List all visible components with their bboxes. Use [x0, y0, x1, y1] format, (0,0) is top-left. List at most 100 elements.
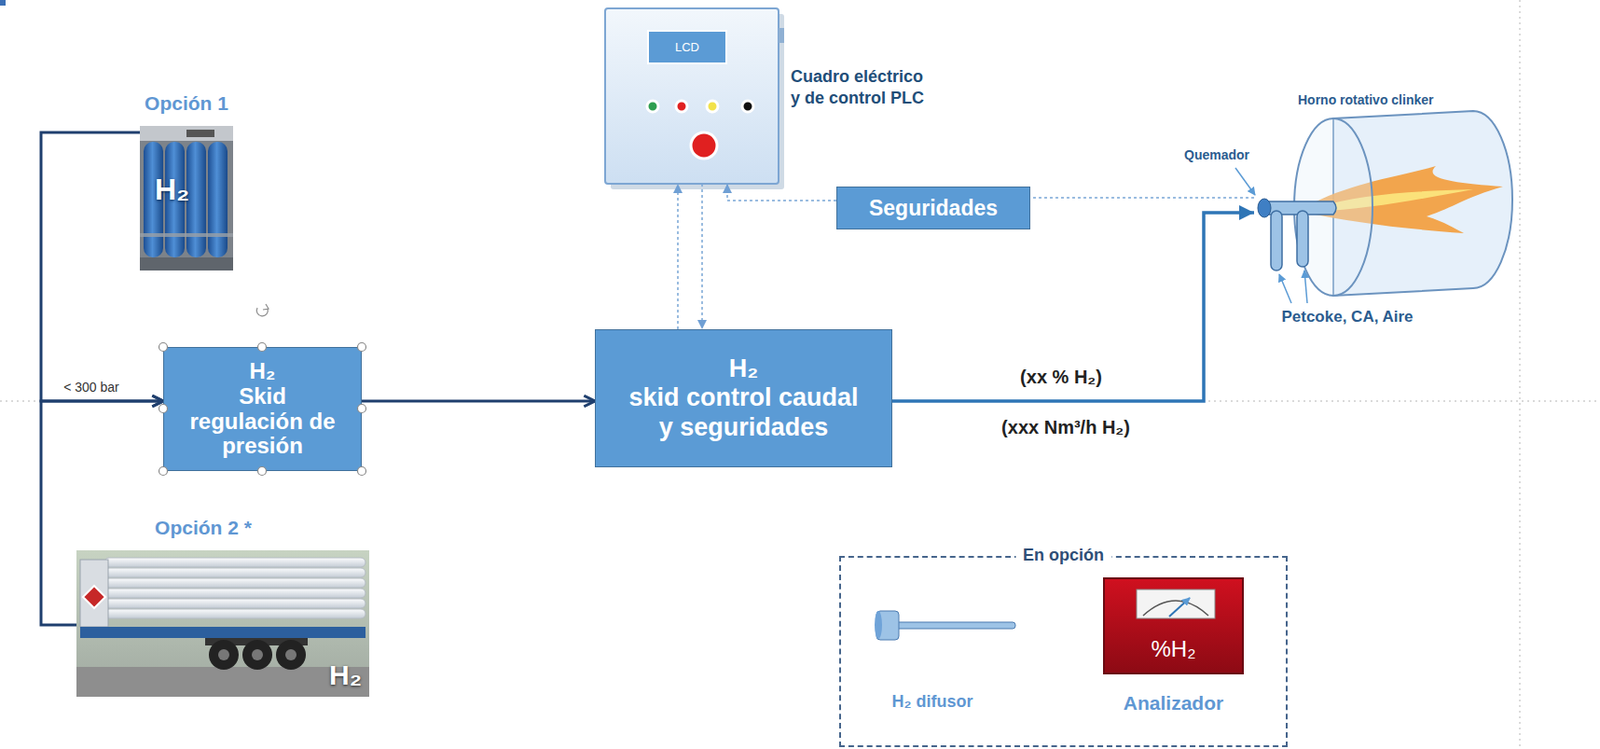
edge-label: (xx % H₂)	[1017, 366, 1105, 388]
control-panel-drawing	[675, 100, 688, 112]
leader-lines	[1235, 167, 1256, 195]
tube-trailer-drawing	[275, 639, 306, 670]
selection-handles	[256, 307, 268, 317]
analyzer-drawing	[1103, 578, 1243, 674]
cylinder-rack-drawing	[186, 129, 215, 138]
h2-tube-trailer: Opción 2 *H₂	[76, 550, 370, 697]
tube-trailer-drawing	[104, 598, 366, 608]
option-heading: Opción 2 *	[154, 516, 252, 539]
tube-trailer-drawing	[242, 639, 273, 670]
flow-control-skid: H₂skid control caudal y seguridades	[594, 329, 893, 468]
cylinder-rack-drawing	[139, 125, 234, 271]
rotary-kiln-drawing	[1257, 110, 1513, 296]
selection-handles	[262, 303, 269, 310]
lcd-display: LCD	[648, 30, 727, 64]
selection-handles	[258, 343, 267, 352]
tube-trailer-drawing	[80, 559, 109, 627]
rotary-kiln-drawing	[1257, 198, 1271, 218]
analyzer-drawing	[1169, 597, 1190, 617]
connector	[1030, 196, 1255, 199]
leader-lines	[1279, 274, 1292, 304]
connector	[41, 132, 164, 401]
selection-handles	[159, 303, 367, 476]
tube-trailer-drawing	[104, 578, 366, 588]
tube-trailer-drawing	[285, 648, 297, 661]
control-panel-drawing	[648, 30, 727, 64]
connectors	[41, 132, 1255, 625]
selection-handles	[159, 404, 168, 414]
corner-mark	[0, 0, 6, 6]
part-label: Quemador	[1184, 147, 1250, 163]
connector	[701, 183, 704, 330]
pressure-skid: H₂Skid regulación de presión	[163, 346, 362, 471]
h2-analyzer: %H₂Analizador	[1103, 578, 1243, 674]
connector	[727, 183, 837, 201]
tube-trailer-drawing	[76, 550, 370, 697]
control-panel-drawing	[742, 100, 754, 112]
kiln-label: Horno rotativo clinker	[1297, 92, 1434, 108]
tube-trailer-drawing	[76, 666, 370, 697]
option-heading: Opción 1	[144, 92, 229, 115]
tube-trailer-drawing	[218, 648, 230, 661]
h2-mark: H₂	[329, 659, 362, 691]
box-heading: H₂	[729, 354, 759, 384]
guide-lines	[1519, 0, 1521, 749]
analyzer-label: Analizador	[1123, 691, 1224, 715]
connector	[892, 212, 1255, 401]
cylinder-rack-drawing	[139, 233, 234, 237]
connector	[676, 183, 679, 330]
control-panel-drawing	[706, 100, 718, 112]
tube-trailer-drawing	[208, 639, 239, 670]
optional-group: En opción%H₂Analizador	[839, 555, 1288, 747]
h2-diffuser-symbol	[874, 610, 883, 639]
control-panel-drawing	[690, 132, 718, 159]
leader-lines	[1304, 270, 1308, 304]
box-label: skid control caudal y seguridades	[623, 383, 864, 442]
control-panel-drawing	[605, 8, 779, 184]
tube-trailer-drawing	[82, 585, 106, 608]
rotary-kiln-drawing	[1270, 210, 1283, 271]
cylinder-rack-drawing	[207, 141, 228, 258]
leader-lines	[1235, 167, 1308, 304]
control-panel-drawing	[605, 8, 785, 190]
selection-handles	[358, 467, 367, 476]
cylinder-rack-drawing	[139, 125, 234, 271]
panel-label: Cuadro eléctrico y de control PLC	[790, 66, 931, 111]
analyzer-drawing	[1143, 600, 1209, 616]
analyzer-drawing	[1103, 578, 1243, 674]
box-label: Seguridades	[868, 195, 998, 221]
control-panel-drawing	[778, 27, 785, 43]
analyzer-drawing	[1136, 589, 1215, 619]
tube-trailer-drawing	[104, 567, 366, 578]
selection-handles	[358, 404, 367, 414]
tube-trailer-drawing	[104, 608, 366, 619]
group-heading: En opción	[1015, 545, 1112, 566]
h2-diffuser-symbol	[896, 621, 1016, 629]
h2-diffuser-symbol	[874, 610, 1016, 640]
part-label: H₂ difusor	[892, 691, 974, 712]
box-label: Skid regulación de presión	[184, 384, 341, 460]
control-panel-drawing	[647, 100, 659, 112]
tube-trailer-drawing	[76, 550, 370, 697]
flow-label: (xxx Nm³/h H₂)	[1001, 416, 1131, 439]
h2-mark: H₂	[154, 172, 190, 207]
rotary-kiln-drawing	[1296, 210, 1309, 267]
pressure-label: < 300 bar	[63, 379, 120, 395]
connector	[41, 400, 164, 625]
tube-trailer-drawing	[104, 557, 366, 567]
tube-trailer-drawing	[104, 588, 366, 598]
part-label: Petcoke, CA, Aire	[1281, 307, 1413, 327]
selection-handles	[358, 343, 367, 352]
selection-handles	[159, 467, 168, 476]
selection-handles	[159, 343, 168, 352]
tube-trailer-drawing	[80, 626, 366, 638]
control-panel: LCDCuadro eléctrico y de control PLC	[605, 8, 779, 184]
cylinder-rack-drawing	[139, 125, 234, 141]
connector	[361, 400, 595, 403]
selection-handles	[258, 467, 267, 476]
cylinder-rack-drawing	[139, 257, 234, 271]
box-heading: H₂	[249, 358, 276, 385]
tube-trailer-drawing	[251, 648, 263, 661]
